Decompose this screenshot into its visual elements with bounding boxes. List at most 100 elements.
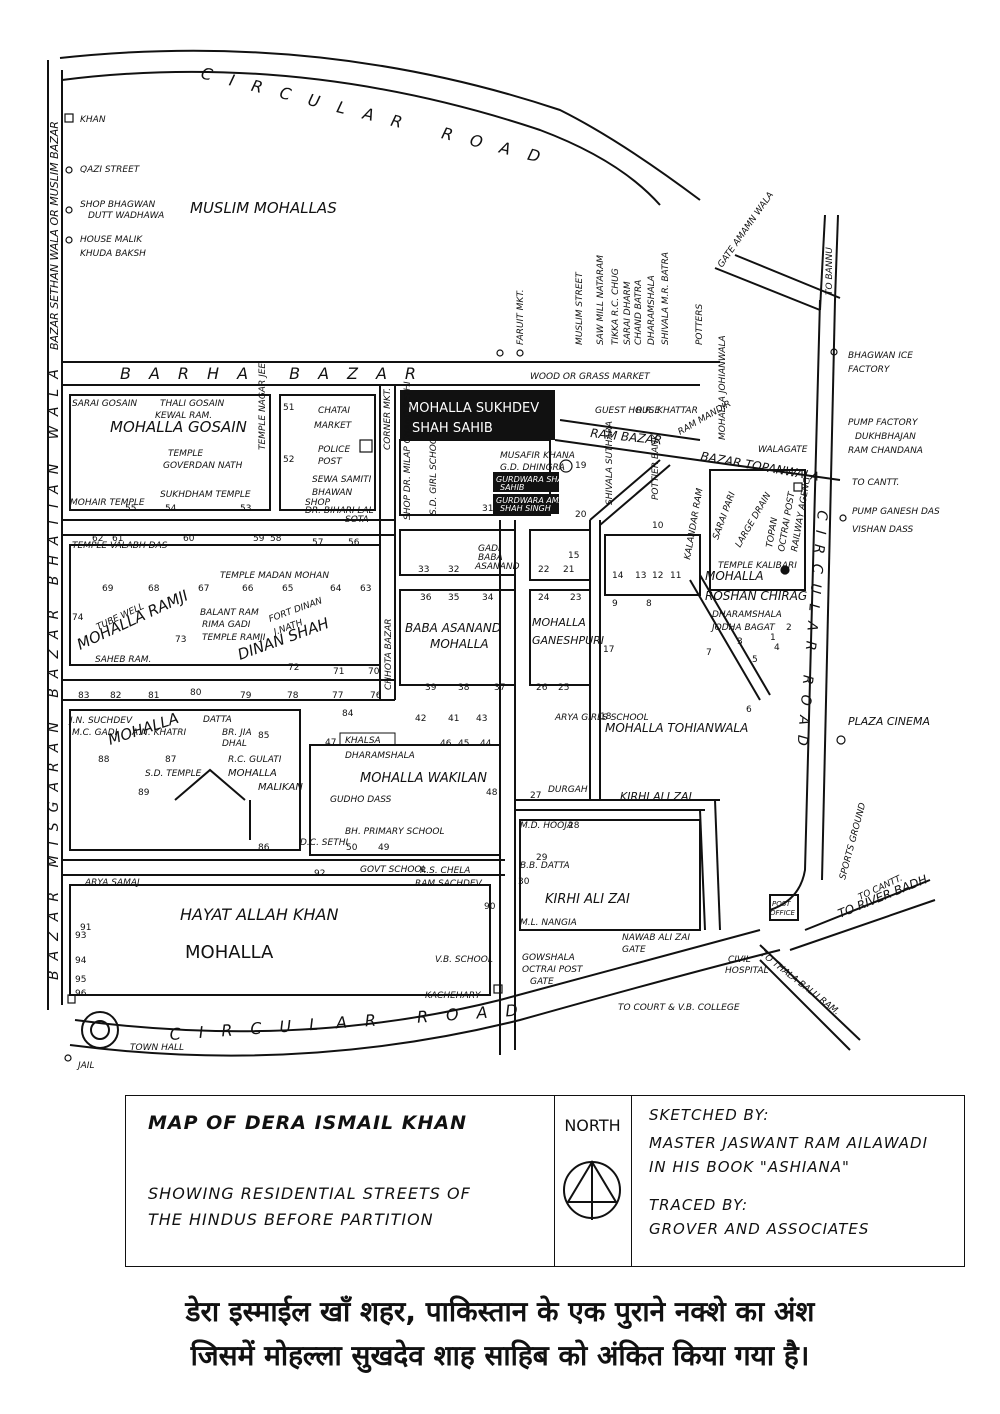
place-sukhdham: SUKHDHAM TEMPLE xyxy=(160,490,251,500)
to-bannu-road: TO BANNU xyxy=(825,247,835,295)
to-thala-road: TO THALA BALU RAM. xyxy=(758,949,841,1017)
place-pump-ganesh1: PUMP GANESH DAS xyxy=(852,507,940,517)
hayat-allah-khan-label: HAYAT ALLAH KHAN xyxy=(180,905,338,924)
house-number: 28 xyxy=(568,821,580,831)
house-number: 47 xyxy=(325,738,336,748)
house-number: 56 xyxy=(348,538,360,548)
house-number: 9 xyxy=(612,599,618,609)
sukhdev-highlight xyxy=(400,390,555,440)
place-br-jia: BR. JIA xyxy=(222,728,252,738)
place-goshala1: GOWSHALA xyxy=(522,953,575,963)
mohalla-sukhdev-line1: MOHALLA SUKHDEV xyxy=(408,401,539,416)
place-jn-suchdev: J.N. SUCHDEV xyxy=(68,716,133,726)
house-number: 59 xyxy=(253,534,265,544)
place-potters: POTTERS xyxy=(695,304,705,345)
place-durgah: DURGAH xyxy=(548,785,588,795)
baba-asanand-label: BABA ASANAND xyxy=(405,621,501,635)
place-post-office2: OFFICE xyxy=(770,909,796,917)
place-sewa1: SEWA SAMITI xyxy=(312,475,372,485)
legend-title-cell: MAP OF DERA ISMAIL KHAN SHOWING RESIDENT… xyxy=(126,1096,555,1266)
house-number: 43 xyxy=(476,714,487,724)
chhota-bazar-road: CHHOTA BAZAR xyxy=(384,619,394,691)
house-number: 86 xyxy=(258,843,270,853)
place-shop-dr3: SOTA xyxy=(345,515,369,525)
place-pump1: PUMP FACTORY xyxy=(848,418,919,428)
hindi-caption: डेरा इस्माईल खाँ शहर, पाकिस्तान के एक पु… xyxy=(0,1290,1000,1378)
place-dhal: DHAL xyxy=(222,739,247,749)
house-number: 48 xyxy=(486,788,498,798)
house-number: 39 xyxy=(425,683,437,693)
place-temple-valabh: TEMPLE VALABH DAS xyxy=(72,541,168,551)
place-gurdwara1b: SAHIB xyxy=(500,483,524,492)
place-rc-gulati: R.C. GULATI xyxy=(228,755,282,765)
house-number: 89 xyxy=(138,788,150,798)
place-arya-girls: ARYA GIRLS SCHOOL xyxy=(554,713,649,723)
place-muslim-street: MUSLIM STREET xyxy=(575,271,585,345)
place-bh-primary: BH. PRIMARY SCHOOL xyxy=(345,827,444,837)
place-pump-ganesh2: VISHAN DASS xyxy=(852,525,914,535)
legend-subtitle-1: SHOWING RESIDENTIAL STREETS OF xyxy=(148,1184,471,1203)
house-number: 63 xyxy=(360,584,371,594)
place-bhagwan-ice1: BHAGWAN ICE xyxy=(848,351,913,361)
place-police2: POST xyxy=(318,457,343,467)
place-gadi3: ASANAND xyxy=(474,562,520,572)
place-musafir1: MUSAFIR KHANA xyxy=(500,451,575,461)
place-guest: GUEST HOUSE xyxy=(595,406,660,416)
house-number: 30 xyxy=(518,877,530,887)
place-sarai-gosain: SARAI GOSAIN xyxy=(72,399,137,409)
roshan-mohalla-label: MOHALLA xyxy=(705,569,764,583)
place-rs-chela2: RAM SACHDEV xyxy=(415,879,483,889)
mohalla-sukhdev-line2: SHAH SAHIB xyxy=(412,421,493,436)
place-civil1: CIVIL xyxy=(728,955,751,965)
place-shivala-suthara: SHIVALA SUTHARA xyxy=(605,421,615,505)
house-number: 79 xyxy=(240,691,252,701)
house-number: 78 xyxy=(287,691,299,701)
place-gurdwara2a: GURDWARA AMAR xyxy=(496,496,570,505)
place-mohair: MOHAIR TEMPLE xyxy=(70,498,145,508)
house-number: 74 xyxy=(72,613,84,623)
place-post-office1: POST xyxy=(772,900,791,908)
place-saheb-ram: SAHEB RAM. xyxy=(95,655,151,665)
house-number: 65 xyxy=(282,584,293,594)
house-number: 21 xyxy=(563,565,574,575)
house-number: 17 xyxy=(603,645,614,655)
place-pump2: DUKHBHAJAN xyxy=(855,432,916,442)
house-number: 62 xyxy=(92,534,103,544)
house-number: 3 xyxy=(737,637,743,647)
house-number: 23 xyxy=(570,593,581,603)
place-gurdwara2b: SHAH SINGH xyxy=(500,504,551,513)
muslim-mohallas-label: MUSLIM MOHALLAS xyxy=(190,199,337,217)
place-mc-gadi: M.C. GADI xyxy=(72,728,118,738)
place-temple-gov1: TEMPLE xyxy=(168,449,203,459)
place-temple-kalibari: TEMPLE KALIBARI xyxy=(718,561,797,571)
place-thali: THALI GOSAIN xyxy=(160,399,225,409)
kirhi-ali-zai-label1: KIRHI ALI ZAI xyxy=(620,790,692,803)
legend-credits-cell: SKETCHED BY: MASTER JASWANT RAM AILAWADI… xyxy=(631,1096,964,1266)
map-drawing: MOHALLA SUKHDEV SHAH SAHIB CIRCULAR ROAD… xyxy=(46,49,940,1071)
mohalla-malikan-line1: MOHALLA xyxy=(228,768,277,779)
house-number: 52 xyxy=(283,455,294,465)
map-legend: MAP OF DERA ISMAIL KHAN SHOWING RESIDENT… xyxy=(125,1095,965,1267)
place-govt-school: GOVT SCHOOL xyxy=(360,865,427,875)
place-pump3: RAM CHANDANA xyxy=(848,446,923,456)
house-number: 84 xyxy=(342,709,354,719)
place-hooja: M.D. HOOJA xyxy=(520,821,573,831)
house-number: 44 xyxy=(480,739,492,749)
baba-asanand-mohalla-label: MOHALLA xyxy=(430,637,489,651)
place-shop-bhagwan2: DUTT WADHAWA xyxy=(88,211,164,221)
mohalla-malikan-line2: MALIKAN xyxy=(258,782,303,793)
place-gurdwara1a: GURDWARA SHAH xyxy=(496,475,569,484)
house-number: 22 xyxy=(538,565,549,575)
house-number: 7 xyxy=(706,648,712,658)
ganeshpuri-mohalla-label: MOHALLA xyxy=(532,616,586,629)
house-number: 46 xyxy=(440,739,452,749)
house-number: 94 xyxy=(75,956,87,966)
house-number: 91 xyxy=(80,923,91,933)
place-police1: POLICE xyxy=(318,445,350,455)
house-number: 93 xyxy=(75,931,86,941)
house-number: 55 xyxy=(125,504,136,514)
mohalla-gosain-label: MOHALLA GOSAIN xyxy=(110,418,247,436)
house-number: 19 xyxy=(575,461,587,471)
house-number: 92 xyxy=(314,869,325,879)
house-number: 33 xyxy=(418,565,429,575)
